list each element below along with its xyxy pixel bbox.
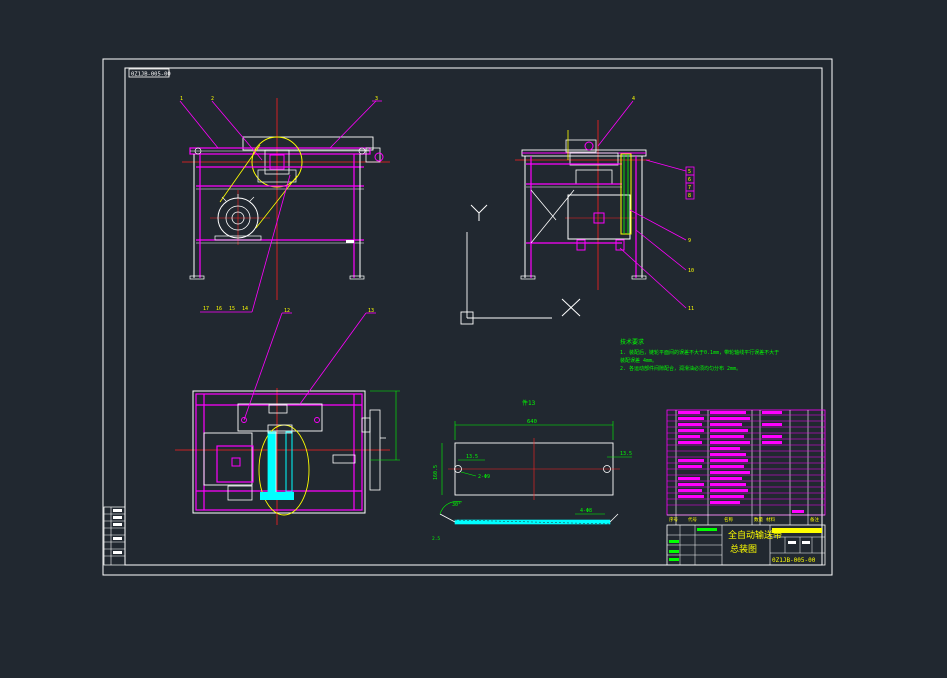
revision-strip bbox=[103, 506, 126, 566]
plan-callout-b: 13 bbox=[368, 308, 374, 314]
title-name-line-1: 全自动输送带 bbox=[728, 529, 782, 541]
bom-col-material: 材料 bbox=[766, 516, 775, 523]
front-view-callouts: 1 2 3 17 16 15 14 bbox=[179, 96, 382, 313]
side-callout-h: 11 bbox=[688, 306, 694, 312]
notes-line-2: 装配误差 4mm。 bbox=[620, 357, 657, 364]
side-callout-b: 5 bbox=[688, 169, 691, 175]
detail-right-dim: 13.5 bbox=[620, 451, 632, 457]
plan-callouts: 12 13 bbox=[243, 308, 376, 421]
front-bottom-callout-b: 16 bbox=[216, 306, 222, 312]
bom-col-qty: 数量 bbox=[754, 516, 763, 523]
title-block: 全自动输送带 总装图 0Z1JB-005-00 bbox=[666, 524, 826, 566]
front-view bbox=[182, 98, 390, 300]
drawing-number-tag: 0Z1JB-005-00 bbox=[128, 68, 171, 78]
front-callout-a: 1 bbox=[180, 96, 183, 102]
front-callout-c: 3 bbox=[375, 96, 378, 102]
plan-callout-a: 12 bbox=[284, 308, 290, 314]
front-bottom-callout-d: 14 bbox=[242, 306, 248, 312]
front-bottom-callout-a: 17 bbox=[203, 306, 209, 312]
detail-title: 件13 bbox=[522, 399, 536, 407]
notes-title: 技术要求 bbox=[620, 338, 644, 346]
side-view-callouts: 4 5 6 7 8 9 10 11 bbox=[597, 96, 695, 312]
side-view bbox=[515, 120, 650, 290]
part-detail: 件13 640 160.5 13.5 13.5 2-Φ9 30° 4-Φ8 2.… bbox=[432, 399, 632, 542]
side-callout-g: 10 bbox=[688, 268, 694, 274]
bom-col-remark: 备注 bbox=[810, 516, 819, 523]
detail-small-dim: 2.5 bbox=[432, 536, 440, 542]
side-callout-f: 9 bbox=[688, 238, 691, 244]
title-drawing-number: 0Z1JB-005-00 bbox=[772, 557, 816, 564]
detail-left-dim: 13.5 bbox=[466, 454, 478, 460]
side-callout-e: 8 bbox=[688, 193, 691, 199]
side-callout-d: 7 bbox=[688, 185, 691, 191]
notes-line-1: 1. 装配后，链轮平面间的误差不大于0.1mm，带轮轴线平行误差不大于 bbox=[620, 349, 779, 356]
detail-hole-note: 2-Φ9 bbox=[478, 474, 490, 480]
detail-height: 160.5 bbox=[433, 465, 439, 480]
detail-angle: 30° bbox=[452, 502, 461, 508]
detail-length: 640 bbox=[527, 419, 537, 425]
bom-col-no: 序号 bbox=[669, 516, 678, 523]
ucs-icon bbox=[460, 204, 581, 325]
title-name-line-2: 总装图 bbox=[730, 543, 757, 555]
drawing-number-tag-text: 0Z1JB-005-00 bbox=[131, 72, 171, 78]
side-callout-a: 4 bbox=[632, 96, 635, 102]
front-bottom-callout-c: 15 bbox=[229, 306, 235, 312]
sheet-border bbox=[102, 58, 833, 576]
bom-col-name: 名称 bbox=[724, 516, 733, 523]
bill-of-materials: 序号 代号 名称 数量 材料 备注 bbox=[666, 409, 826, 525]
bom-col-code: 代号 bbox=[688, 516, 697, 523]
side-callout-c: 6 bbox=[688, 177, 691, 183]
detail-weld-note: 4-Φ8 bbox=[580, 508, 592, 514]
plan-view bbox=[175, 388, 400, 525]
technical-notes: 技术要求 1. 装配后，链轮平面间的误差不大于0.1mm，带轮轴线平行误差不大于… bbox=[620, 338, 779, 372]
front-callout-b: 2 bbox=[211, 96, 214, 102]
notes-line-3: 2. 各运动部件间隙配合，润滑油必须均匀分布 2mm。 bbox=[620, 365, 741, 372]
